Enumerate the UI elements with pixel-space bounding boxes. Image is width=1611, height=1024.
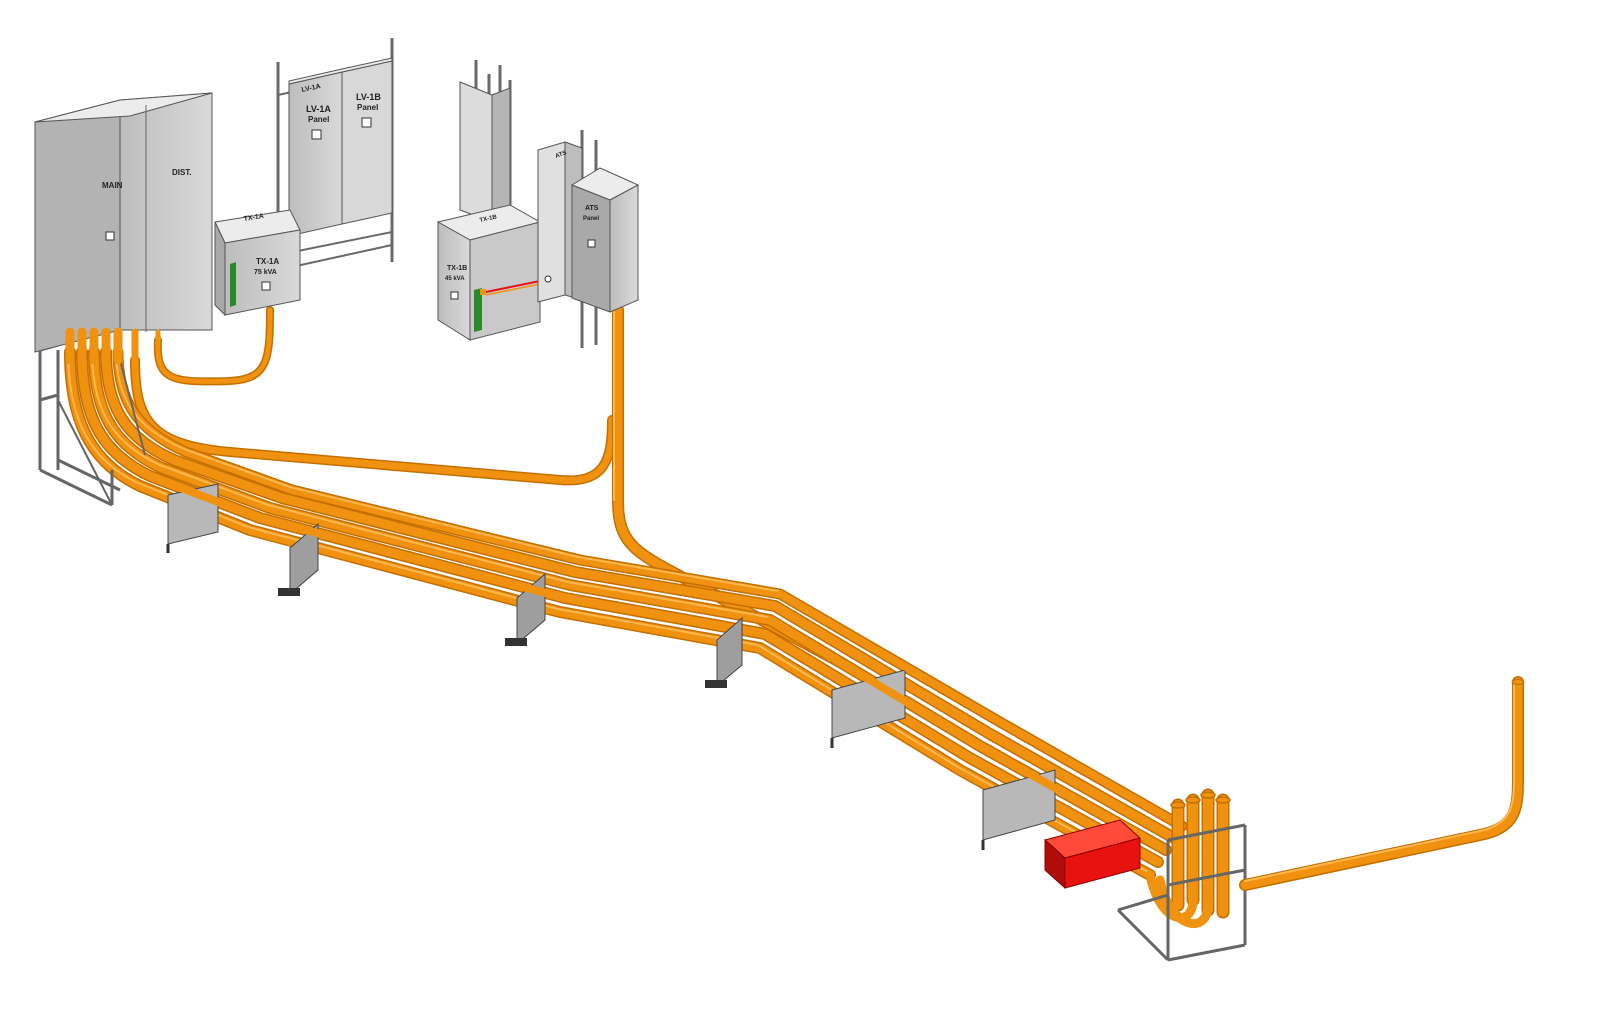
lv1a-label: LV-1A [306,104,331,114]
tx1b-top-label: TX-1B [479,214,498,224]
tx1a-label: TX-1A [256,257,279,266]
main-label: MAIN [102,181,123,190]
main-dist-switchgear: MAIN DIST. [34,92,213,353]
lv-top-label: LV-1A [301,83,321,94]
lv-panel-assembly: LV-1A LV-1A Panel LV-1B Panel [288,57,393,237]
ats-enclosure: ATS Panel ATS [537,141,640,313]
main-disconnect-icon [105,231,115,241]
tx1a-disconnect-icon [261,281,271,291]
lv1a-disconnect-icon [311,129,322,140]
tx1b-wireway [459,81,511,223]
lv1b-disconnect-icon [361,117,372,128]
main-conduit-bank-front [146,456,1186,854]
lv1b-sub-label: Panel [357,103,378,112]
stub-up-conduit-caps [1170,791,1231,809]
right-riser-conduit [1239,676,1525,891]
lv1a-sub-label: Panel [308,115,329,124]
ats-sub-label: Panel [583,216,599,222]
tx1b-rating-label: 45 kVA [445,276,465,282]
dist-label: DIST. [172,168,192,177]
switchgear-conduit-stubs [65,327,161,366]
support-4 [705,616,743,688]
ats-top-label: ATS [555,150,568,160]
tx1a-rating-label: 75 kVA [254,269,277,276]
tx1b-disconnect-icon [450,291,459,300]
feeder-conduits-upper [130,304,846,668]
tx1b-label: TX-1B [447,265,467,272]
firestop-sleeve [1043,819,1142,890]
tx1b-transformer: TX-1B TX-1B 45 kVA [436,204,546,341]
tx1a-transformer: TX-1A TX-1A 75 kVA [214,209,301,317]
tx1a-top-label: TX-1A [243,213,264,223]
ats-label: ATS [585,205,599,212]
lv1b-label: LV-1B [356,92,381,102]
ats-disconnect-icon [587,239,596,248]
conduit-bank-supports [166,483,1056,850]
stub-up-conduits [1145,788,1230,928]
